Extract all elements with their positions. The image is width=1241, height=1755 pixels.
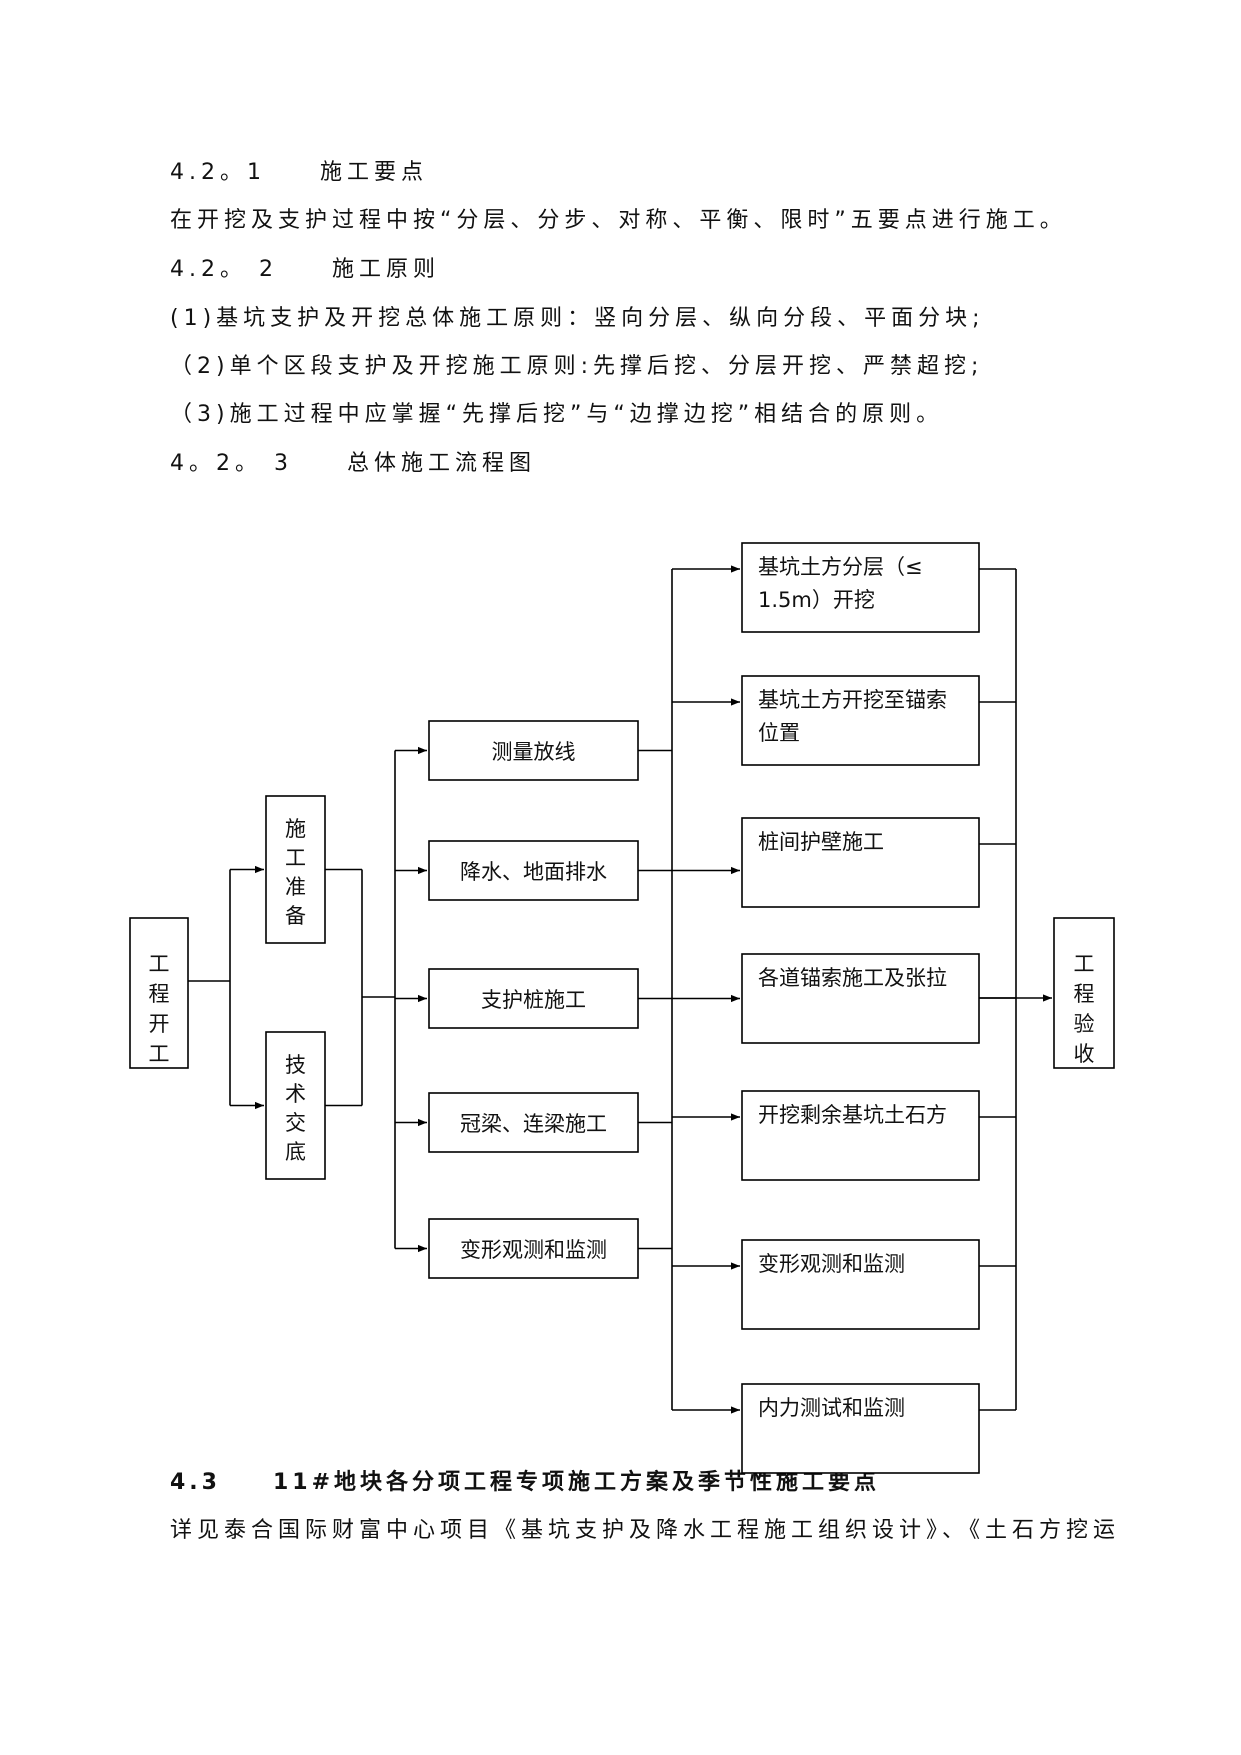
end-label-char: 收 [1074,1042,1095,1066]
right-box-1 [741,675,980,766]
middle-box-1 [428,840,639,901]
start-label-char: 工 [149,952,170,976]
right-label-6-0: 内力测试和监测 [758,1396,905,1420]
right-box-0 [741,542,980,633]
prep-label-0-char: 工 [285,846,306,870]
right-box-4 [741,1090,980,1181]
end-label-char: 工 [1074,952,1095,976]
right-label-5-0: 变形观测和监测 [758,1252,905,1276]
middle-label-2: 支护桩施工 [481,988,586,1012]
paragraph-h421: 4.2。1 施工要点 [170,160,428,185]
middle-box-4 [428,1218,639,1279]
middle-label-3: 冠梁、连梁施工 [460,1112,607,1136]
right-label-0-0: 基坑土方分层（≤ [758,555,923,579]
prep-box-0 [265,795,326,944]
prep-label-1-char: 技 [285,1053,306,1077]
paragraph-p2: (1)基坑支护及开挖总体施工原则：竖向分层、纵向分段、平面分块; [170,306,985,331]
right-box-5 [741,1239,980,1330]
right-label-4-0: 开挖剩余基坑土石方 [758,1103,947,1127]
middle-box-2 [428,968,639,1029]
middle-label-4: 变形观测和监测 [460,1238,607,1262]
start-label-char: 开 [149,1012,170,1036]
paragraph-p5: 详见泰合国际财富中心项目《基坑支护及降水工程施工组织设计》、《土石方挖运 [170,1518,1121,1543]
paragraph-p1: 在开挖及支护过程中按“分层、分步、对称、平衡、限时”五要点进行施工。 [170,208,1067,233]
right-label-1-0: 基坑土方开挖至锚索 [758,688,947,712]
middle-box-0 [428,720,639,781]
right-label-3-0: 各道锚索施工及张拉 [758,966,947,990]
middle-box-3 [428,1092,639,1153]
prep-label-1-char: 交 [285,1111,306,1135]
start-label-char: 工 [149,1042,170,1066]
right-label-0-1: 1.5m）开挖 [758,588,875,612]
right-box-3 [741,953,980,1044]
right-label-2-0: 桩间护壁施工 [758,830,884,854]
middle-label-0: 测量放线 [492,740,576,764]
right-box-2 [741,817,980,908]
start-label-char: 程 [149,982,170,1006]
paragraph-h422: 4.2。 2 施工原则 [170,257,440,282]
prep-label-1-char: 术 [285,1082,306,1106]
end-label-char: 程 [1074,982,1095,1006]
right-box-6 [741,1383,980,1474]
middle-label-1: 降水、地面排水 [460,860,607,884]
prep-label-0-char: 施 [285,817,306,841]
prep-label-1-char: 底 [285,1140,306,1164]
end-box [1053,917,1115,1069]
prep-label-0-char: 准 [285,875,306,899]
paragraph-p3: （2)单个区段支护及开挖施工原则:先撑后挖、分层开挖、严禁超挖; [170,354,984,379]
end-label-char: 验 [1074,1012,1095,1036]
prep-box-1 [265,1031,326,1180]
right-label-1-1: 位置 [758,721,800,745]
start-box [129,917,189,1069]
prep-label-0-char: 备 [285,904,306,928]
paragraph-p4: （3)施工过程中应掌握“先撑后挖”与“边撑边挖”相结合的原则。 [170,402,944,427]
paragraph-h423: 4。2。 3 总体施工流程图 [170,451,536,476]
paragraph-h43: 4.3 11#地块各分项工程专项施工方案及季节性施工要点 [170,1470,881,1495]
